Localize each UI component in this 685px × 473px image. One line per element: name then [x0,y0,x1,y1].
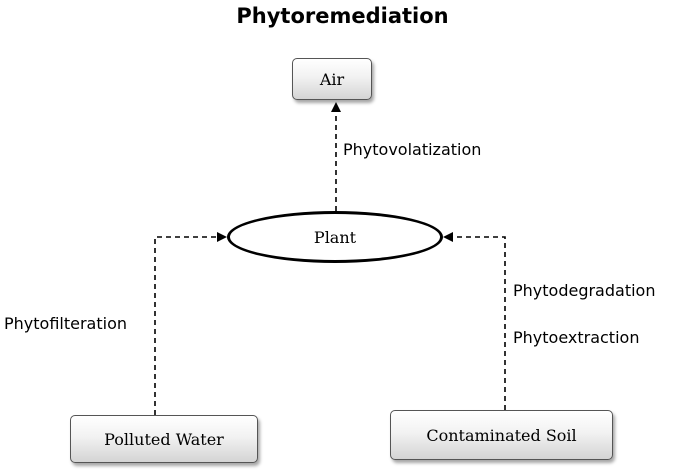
arrow-water-to-plant [154,232,227,415]
polluted-water-node: Polluted Water [70,415,258,463]
arrow-soil-to-plant [443,232,506,410]
air-node: Air [292,58,372,100]
phytofilteration-label: Phytofilteration [4,314,127,333]
air-node-label: Air [319,69,345,89]
polluted-water-node-label: Polluted Water [104,429,224,449]
phytodegradation-label: Phytodegradation [513,281,656,300]
plant-node: Plant [227,211,443,263]
contaminated-soil-node: Contaminated Soil [390,410,613,460]
phytovolatization-label: Phytovolatization [343,140,482,159]
phytoextraction-label: Phytoextraction [513,328,640,347]
contaminated-soil-node-label: Contaminated Soil [426,425,577,445]
plant-node-label: Plant [313,227,357,247]
diagram-title: Phytoremediation [236,4,449,28]
